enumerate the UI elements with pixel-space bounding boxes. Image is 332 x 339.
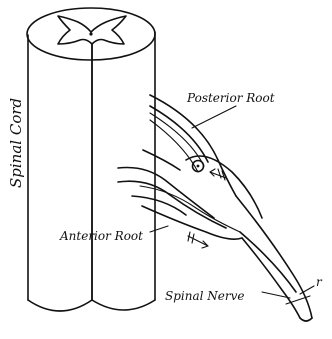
- posterior-root-leader: [192, 106, 236, 128]
- spinal-cord: [27, 8, 155, 311]
- anterior-root-leader: [150, 226, 168, 232]
- r-label: r: [316, 275, 323, 289]
- posterior-root-label: Posterior Root: [186, 91, 275, 105]
- anterior-root: [118, 150, 242, 239]
- grey-matter-outline: [58, 16, 126, 44]
- spinal-cord-label: Spinal Cord: [7, 98, 25, 188]
- spinal-nerve-label: Spinal Nerve: [165, 289, 245, 303]
- spinal-nerve: [236, 196, 312, 321]
- posterior-root: [150, 95, 236, 196]
- anterior-root-label: Anterior Root: [59, 229, 143, 243]
- anterior-arrow: [188, 232, 208, 248]
